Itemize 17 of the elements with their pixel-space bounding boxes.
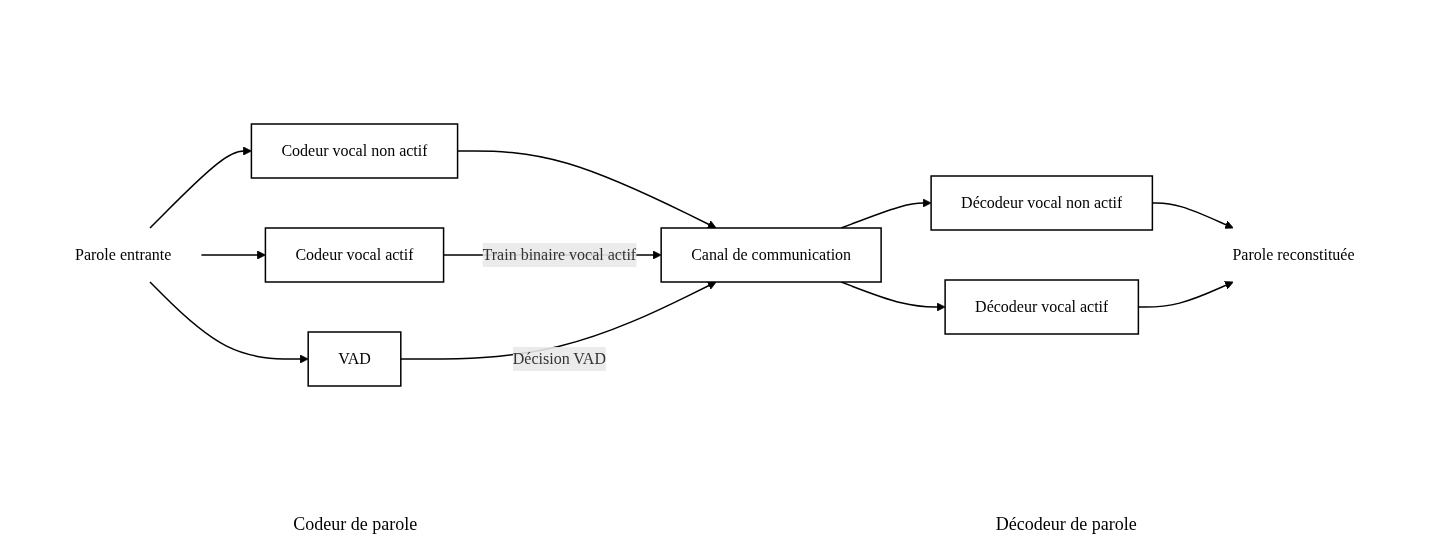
node-box: Canal de communication <box>660 227 883 283</box>
section-label: Codeur de parole <box>293 514 418 535</box>
edge-label: Décision VAD <box>512 350 607 367</box>
section-label: Décodeur de parole <box>995 514 1137 535</box>
node-box: Décodeur vocal non actif <box>930 175 1154 231</box>
node-text: Parole entrante <box>75 246 172 263</box>
arrow <box>457 150 717 229</box>
node-text: Parole reconstituée <box>1232 246 1355 263</box>
arrow <box>149 281 309 364</box>
node-box: VAD <box>307 331 402 387</box>
arrow <box>200 250 266 260</box>
arrow <box>149 146 252 229</box>
arrow <box>840 198 932 229</box>
node-box: Codeur vocal actif <box>264 227 445 283</box>
node-box: Codeur vocal non actif <box>250 123 459 179</box>
node-box: Décodeur vocal actif <box>944 279 1140 335</box>
edge-label: Train binaire vocal actif <box>482 246 637 263</box>
